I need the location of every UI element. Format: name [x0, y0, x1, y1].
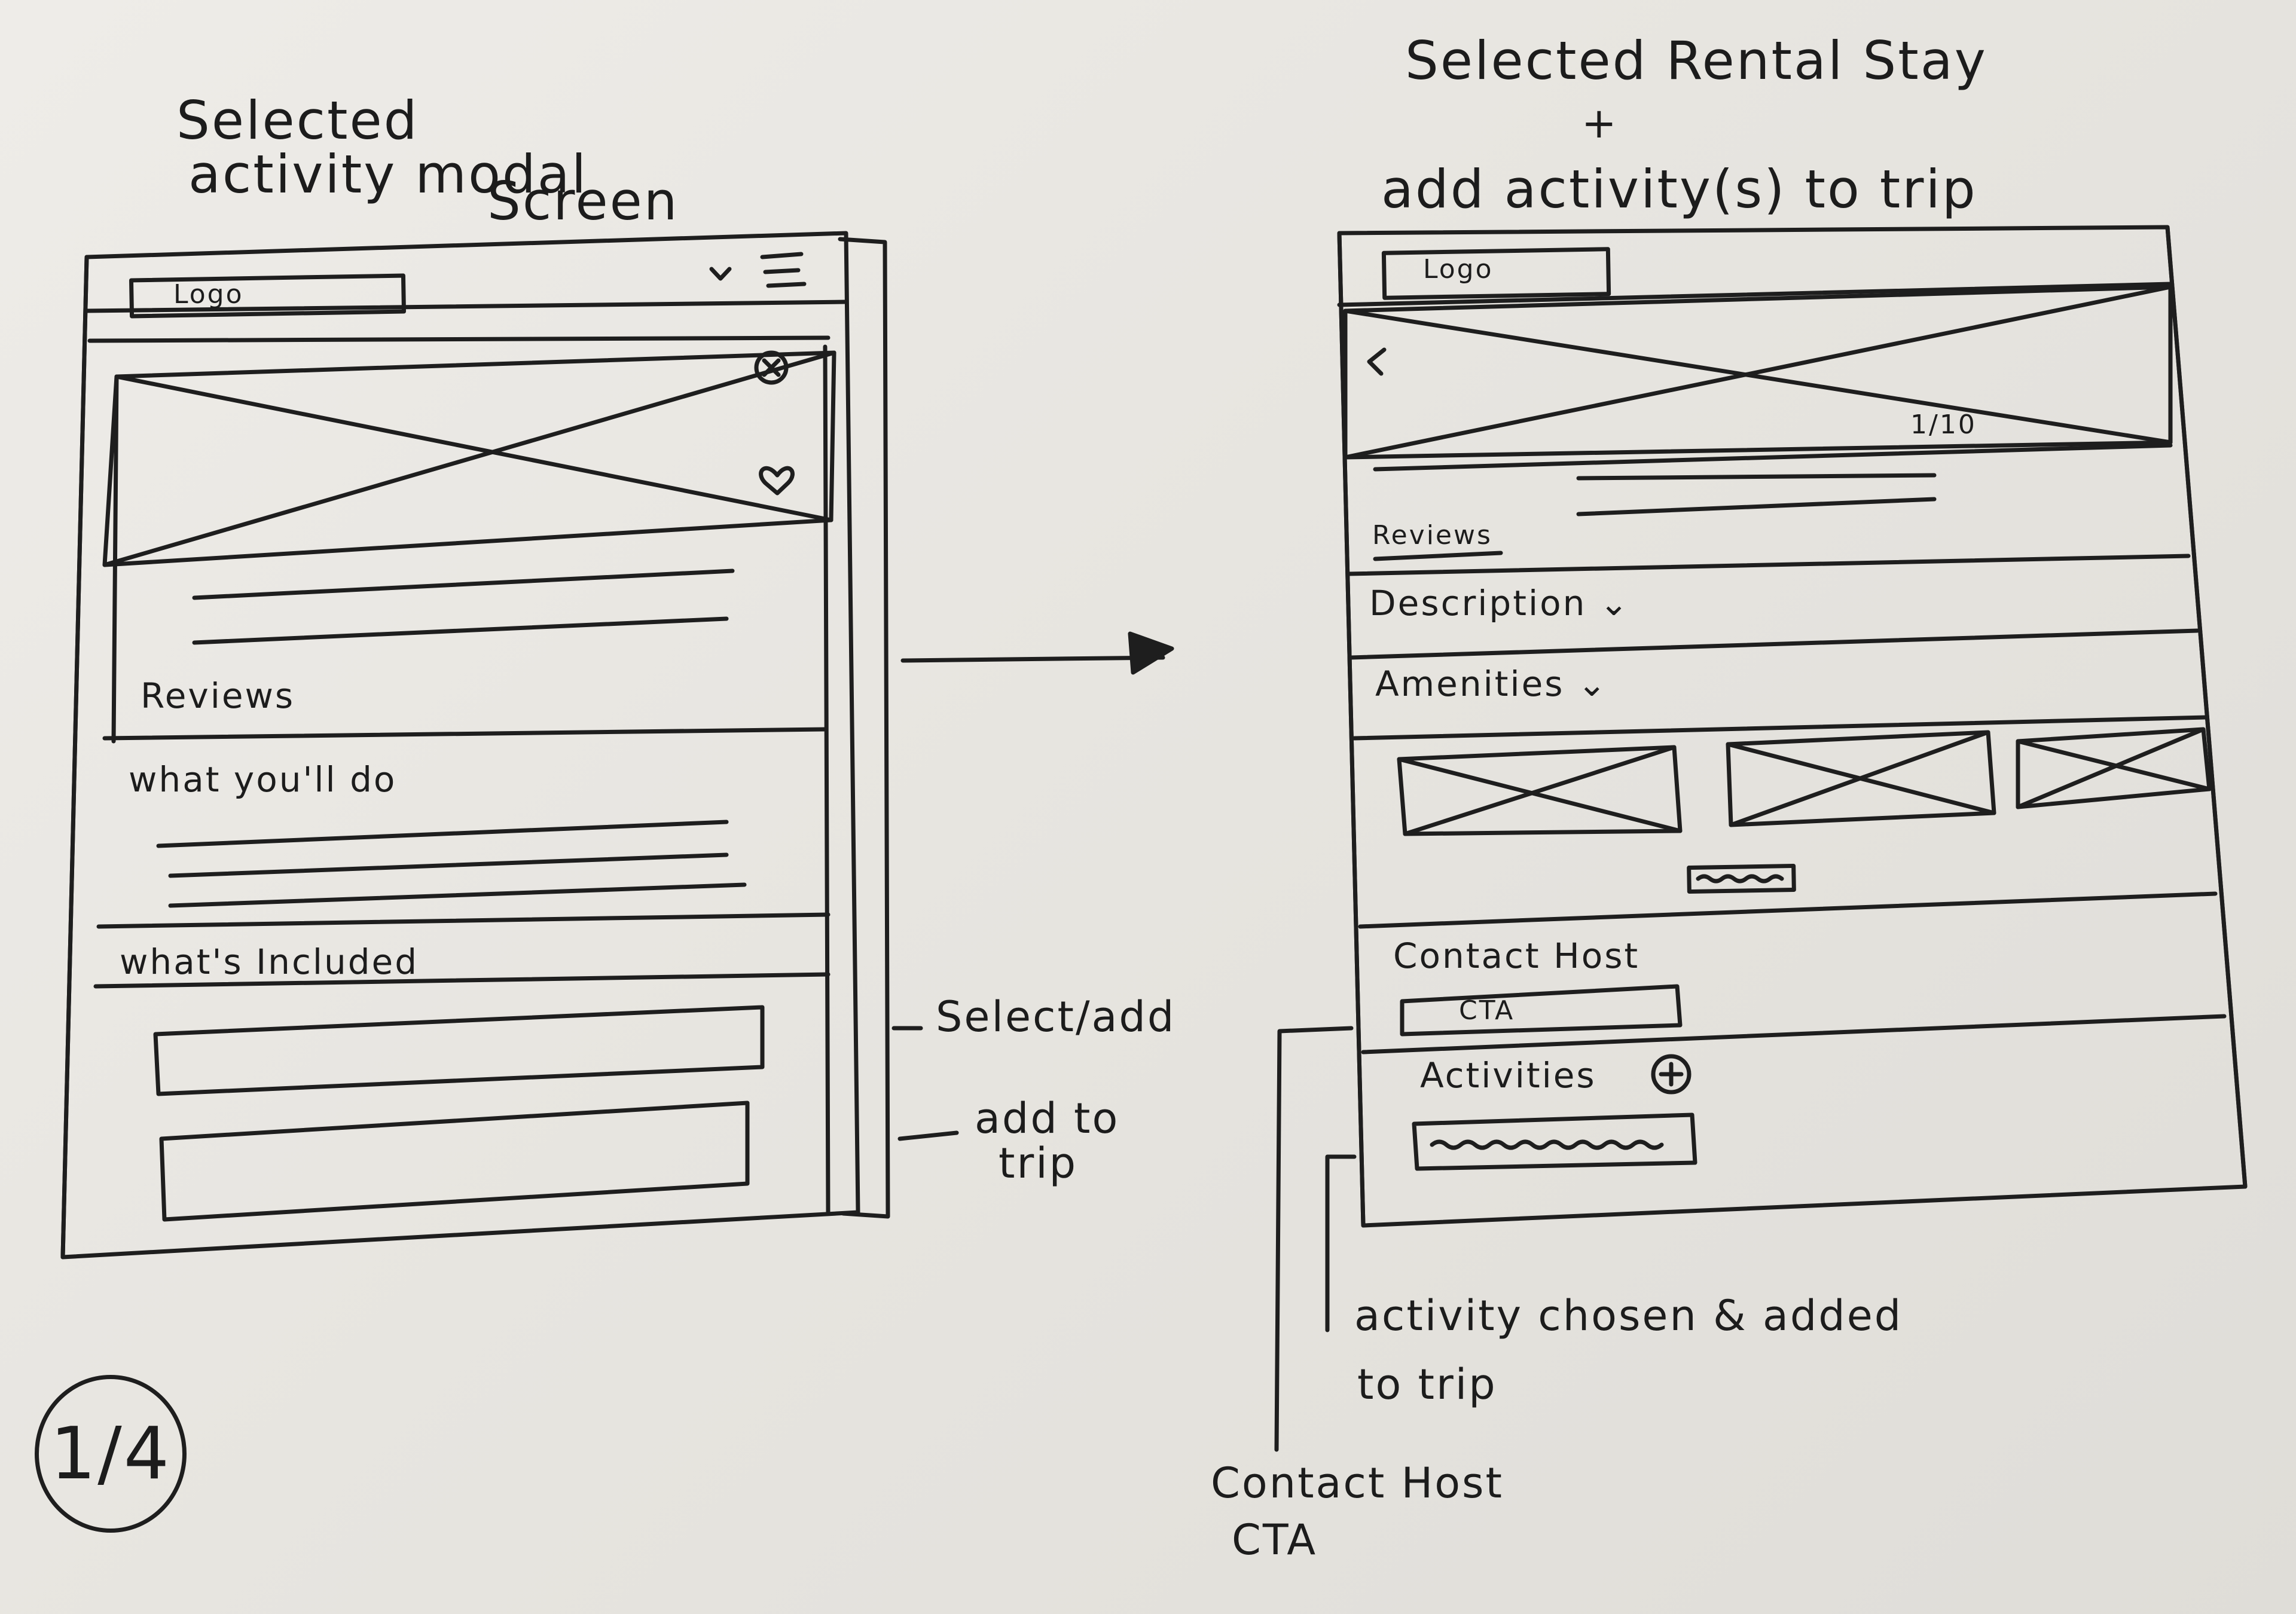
- right-activities-label: Activities: [1420, 1055, 1596, 1096]
- right-chevron-left-icon: [1367, 347, 1387, 376]
- right-divider-amenity-images: [1358, 891, 2218, 929]
- left-title-line-3: Screen: [487, 170, 679, 232]
- activity-added-connector: [1325, 1154, 1357, 1332]
- right-title-line-1: [1576, 473, 1937, 481]
- right-activity-added-scribble: [1430, 1139, 1664, 1150]
- left-reviews-label: Reviews: [141, 675, 295, 716]
- right-amenities-chevron-icon: ⌄: [1577, 664, 1608, 704]
- select-add-annotation: Select/add: [936, 992, 1176, 1041]
- left-image-top-line: [87, 335, 831, 343]
- left-title-line-2: activity modal: [188, 143, 588, 205]
- add-to-trip-pointer: [897, 1130, 959, 1141]
- right-cta-button: [1400, 984, 1683, 1037]
- left-body-line-3: [168, 882, 747, 908]
- add-to-trip-annotation-1: add to: [975, 1094, 1120, 1143]
- right-amenities-text: Amenities: [1375, 664, 1565, 704]
- right-show-all-button: [1687, 863, 1796, 894]
- left-logo: Logo: [173, 279, 244, 310]
- right-divider-description: [1349, 628, 2200, 660]
- right-image-counter: 1/10: [1910, 409, 1977, 440]
- right-logo: Logo: [1423, 254, 1494, 285]
- right-divider-reviews: [1346, 554, 2191, 576]
- left-select-add-button: [153, 1005, 765, 1096]
- flow-arrow-head: [1128, 631, 1174, 675]
- activity-added-annotation-1: activity chosen & added: [1354, 1291, 1903, 1340]
- right-reviews-label: Reviews: [1372, 520, 1492, 551]
- right-title-line-2: add activity(s) to trip: [1381, 158, 1977, 220]
- left-divider-whats-included: [93, 972, 831, 989]
- right-cta-label: CTA: [1459, 995, 1515, 1026]
- left-divider-what-youll-do: [96, 912, 831, 929]
- right-image-bottom-line: [1373, 443, 2173, 472]
- contact-host-cta-connector: [1274, 1026, 1354, 1452]
- right-contact-host-label: Contact Host: [1393, 936, 1640, 976]
- contact-host-cta-annotation-1: Contact Host: [1211, 1459, 1504, 1508]
- left-what-youll-do-label: what you'll do: [129, 759, 397, 800]
- left-title-line-1: Selected: [176, 90, 419, 151]
- left-divider-reviews: [102, 727, 828, 741]
- left-menu-line-2: [763, 268, 801, 274]
- right-description-chevron-icon: ⌄: [1599, 583, 1631, 623]
- right-activity-added-button: [1412, 1112, 1697, 1171]
- contact-host-cta-annotation-2: CTA: [1232, 1515, 1318, 1564]
- left-heart-icon: [759, 466, 795, 496]
- add-to-trip-annotation-2: trip: [999, 1139, 1078, 1188]
- left-body-line-2: [168, 852, 729, 878]
- right-logo-box: [1381, 247, 1611, 300]
- left-title-line-2: [192, 616, 729, 645]
- right-divider-contact-host: [1361, 1014, 2227, 1054]
- right-description-label: Description ⌄: [1369, 583, 1630, 623]
- right-show-all-scribble: [1696, 874, 1784, 884]
- flow-arrow-line: [900, 655, 1165, 663]
- page-counter: 1/4: [35, 1375, 187, 1533]
- right-amenities-label: Amenities ⌄: [1375, 664, 1608, 704]
- right-reviews-underline: [1373, 551, 1503, 561]
- left-menu-line-1: [760, 252, 804, 259]
- activity-added-annotation-2: to trip: [1357, 1360, 1497, 1409]
- left-header-divider: [84, 299, 848, 313]
- left-whats-included-label: what's Included: [120, 941, 419, 982]
- right-header-divider: [1337, 282, 2173, 307]
- left-title-line-1: [192, 568, 735, 600]
- left-body-line-1: [156, 820, 729, 848]
- left-close-icon: [754, 350, 789, 385]
- left-menu-line-3: [766, 282, 807, 288]
- left-phone-frame: [60, 231, 890, 1260]
- left-add-to-trip-button: [159, 1101, 750, 1222]
- right-title-line-2: [1576, 497, 1937, 516]
- right-description-text: Description: [1369, 583, 1587, 623]
- right-plus-circle-icon: [1651, 1054, 1692, 1095]
- left-chevron-down-icon: [709, 267, 732, 281]
- right-title-plus: +: [1581, 99, 1619, 148]
- left-logo-box: [129, 273, 406, 319]
- right-divider-amenities: [1352, 715, 2209, 741]
- right-title-line-1: Selected Rental Stay: [1405, 30, 1987, 91]
